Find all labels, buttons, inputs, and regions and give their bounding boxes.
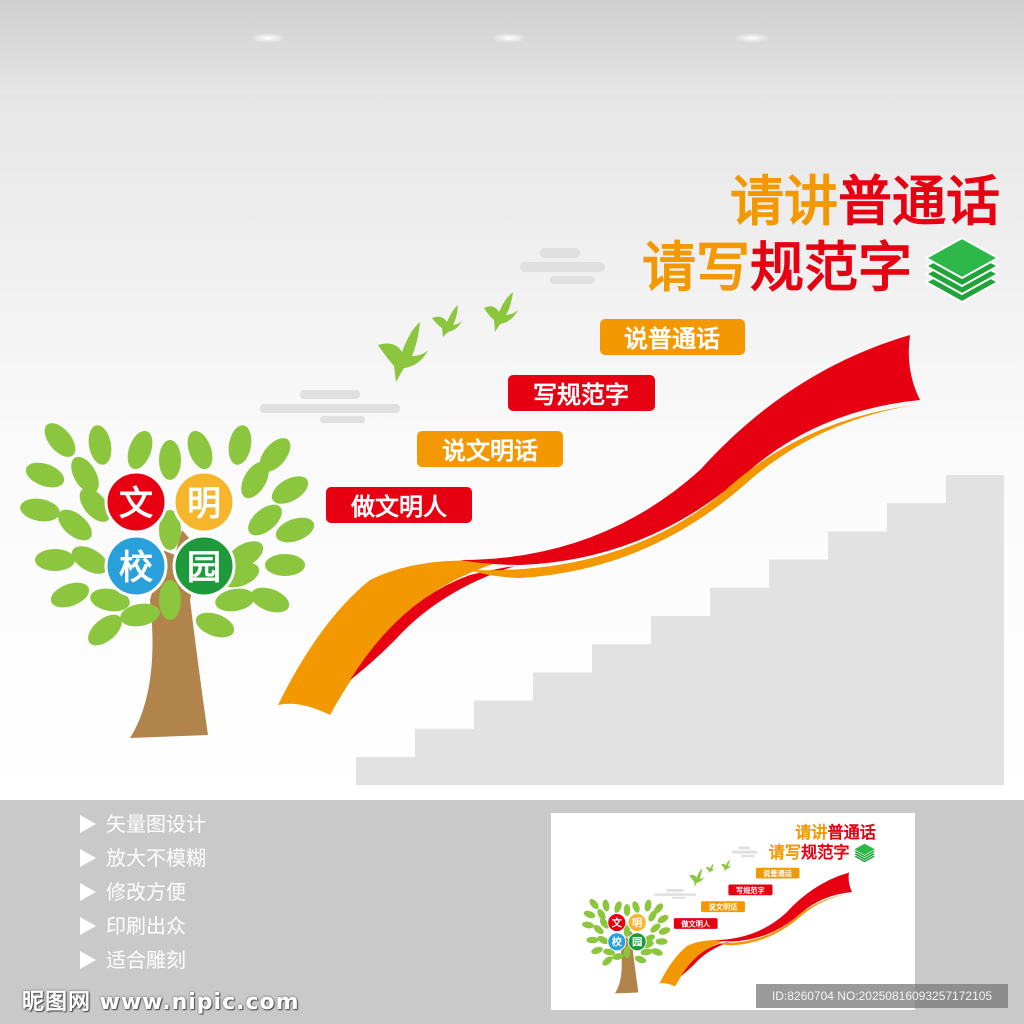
circle-ming: 明	[172, 470, 236, 534]
triangle-bullet-icon	[80, 849, 96, 867]
leaf	[241, 461, 269, 499]
leaf	[187, 430, 213, 470]
svg-text:说文明话: 说文明话	[442, 437, 538, 465]
feature-text: 适合雕刻	[106, 948, 186, 972]
leaf	[271, 476, 309, 504]
bird-icon	[432, 305, 462, 337]
leaf	[250, 587, 290, 613]
spotlight-icon	[491, 33, 527, 43]
svg-text:做文明人: 做文明人	[350, 493, 447, 521]
svg-text:明: 明	[187, 484, 221, 524]
stair-step	[946, 475, 1004, 785]
leaf	[259, 438, 291, 472]
leaf	[195, 612, 235, 638]
book-stack-icon	[923, 236, 1001, 304]
feature-item: 修改方便	[80, 880, 186, 904]
feature-text: 修改方便	[106, 880, 186, 904]
svg-text:说普通话: 说普通话	[624, 325, 720, 353]
circle-wen: 文	[104, 470, 168, 534]
ceiling	[0, 0, 1024, 90]
leaf	[79, 488, 111, 522]
leaf	[159, 440, 181, 480]
leaf	[20, 498, 60, 522]
slogan-1: 说普通话	[600, 319, 745, 355]
bird-icon	[484, 292, 518, 332]
feature-text: 印刷出众	[106, 914, 186, 938]
leaf	[50, 582, 90, 608]
spotlights	[250, 33, 770, 43]
red-ribbon	[460, 335, 920, 565]
leaf	[215, 588, 255, 612]
leaf	[265, 554, 305, 576]
leaf	[127, 430, 153, 470]
feature-item: 适合雕刻	[80, 948, 186, 972]
leaf	[228, 425, 252, 465]
thumbnail-preview	[551, 813, 915, 1010]
leaf	[90, 588, 130, 612]
spotlight-icon	[734, 33, 770, 43]
slogan-4: 做文明人	[326, 487, 472, 523]
headline-line1: 请讲普通话	[730, 170, 1000, 233]
triangle-bullet-icon	[80, 815, 96, 833]
leaf	[275, 517, 315, 543]
leaf	[44, 423, 76, 457]
circle-yuan: 园	[172, 534, 236, 598]
leaf	[25, 462, 65, 488]
circle-xiao: 校	[104, 534, 168, 598]
slogan-2: 写规范字	[508, 375, 655, 411]
headline-line2: 请写规范字	[642, 236, 912, 299]
leaf	[35, 549, 75, 571]
orange-ribbon-lower	[278, 560, 500, 715]
stairs	[356, 475, 1004, 785]
leaf	[71, 546, 109, 574]
leaf	[71, 456, 99, 494]
leaf	[58, 509, 92, 541]
spotlight-icon	[250, 33, 286, 43]
feature-item: 印刷出众	[80, 914, 186, 938]
leaf	[88, 425, 112, 465]
svg-text:文: 文	[119, 484, 153, 524]
svg-text:园: 园	[187, 548, 221, 588]
feature-text: 放大不模糊	[106, 846, 206, 870]
svg-text:校: 校	[119, 548, 153, 588]
leaf	[88, 614, 122, 646]
tree-circles: 文 明 校 园	[104, 470, 236, 598]
slogan-3: 说文明话	[417, 431, 563, 467]
feature-item: 矢量图设计	[80, 812, 206, 836]
leaf	[248, 504, 282, 536]
feature-text: 矢量图设计	[106, 812, 206, 836]
svg-text:写规范字: 写规范字	[533, 381, 629, 409]
bird-icon	[378, 322, 428, 382]
leaf	[120, 603, 160, 627]
cloud-icon	[260, 248, 605, 423]
watermark: 昵图网 www.nipic.com	[22, 990, 300, 1015]
triangle-bullet-icon	[80, 917, 96, 935]
image-id-bar: ID:8260704 NO:20250816093257172105	[756, 984, 1008, 1008]
leaf	[159, 510, 181, 550]
feature-item: 放大不模糊	[80, 846, 206, 870]
artwork: 请讲普通话 请写规范字 说普通话 写规范字 说文明话 做文明人 文 明 校	[20, 170, 1001, 738]
leaf	[226, 541, 264, 569]
triangle-bullet-icon	[80, 951, 96, 969]
triangle-bullet-icon	[80, 883, 96, 901]
leaf	[159, 580, 181, 620]
